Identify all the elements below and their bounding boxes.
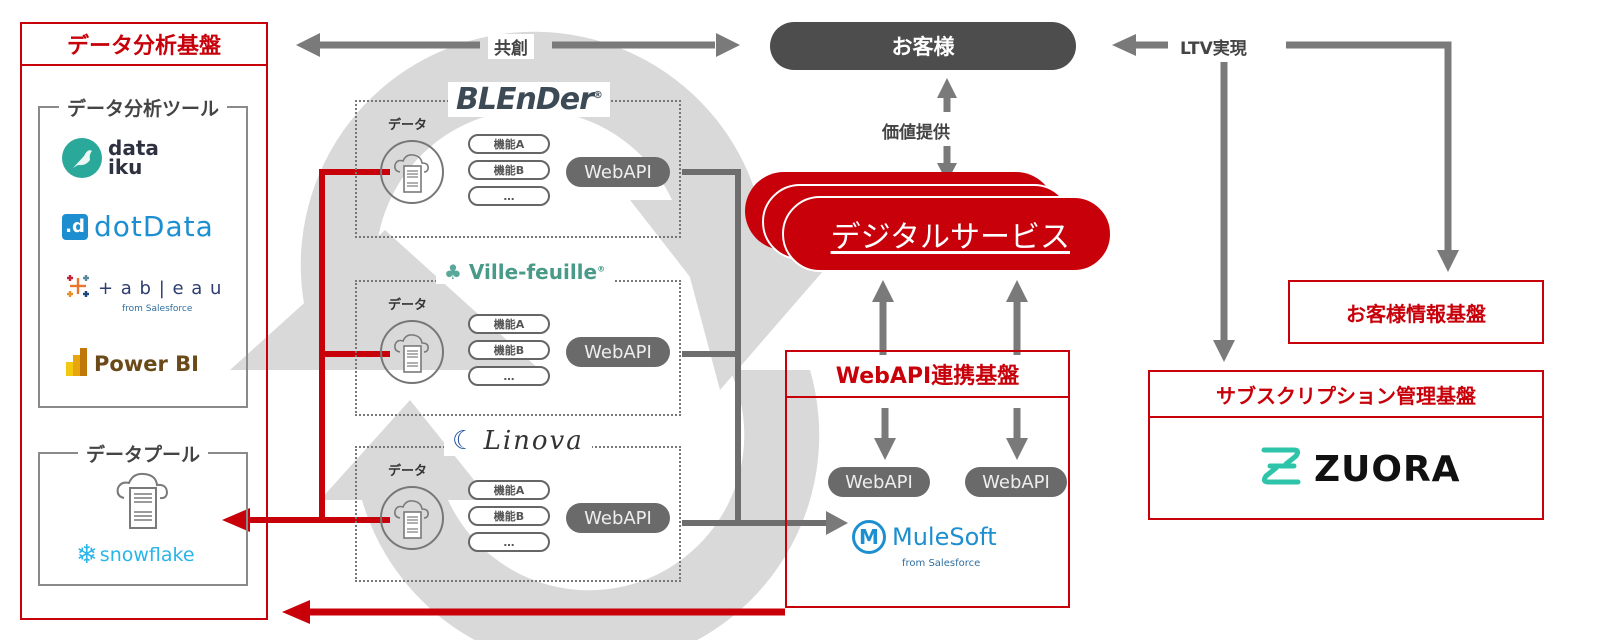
dataiku-logo: data iku xyxy=(62,138,159,178)
cocreation-label: 共創 xyxy=(488,34,534,59)
function-pill[interactable]: … xyxy=(468,532,550,552)
service-data-label: データ xyxy=(388,298,428,313)
powerbi-logo: Power BI xyxy=(66,348,199,380)
webapi-platform-title: WebAPI連携基盤 xyxy=(787,352,1068,398)
snowflake-logo: ❄ snowflake xyxy=(76,542,195,568)
subscription-platform: サブスクリプション管理基盤 xyxy=(1148,370,1544,520)
ltv-label: LTV実現 xyxy=(1174,34,1253,59)
cloud-server-icon xyxy=(394,500,429,539)
function-pill[interactable]: 機能A xyxy=(468,314,550,334)
function-pill[interactable]: 機能B xyxy=(468,506,550,526)
service-webapi-pill[interactable]: WebAPI xyxy=(566,503,670,533)
analytics-tools-title: データ分析ツール xyxy=(58,98,227,120)
customer-info-platform: お客様情報基盤 xyxy=(1288,280,1544,344)
mulesoft-text: MuleSoft xyxy=(892,523,997,551)
platform-webapi-pill-2[interactable]: WebAPI xyxy=(965,467,1067,497)
zuora-logo: ZUORA xyxy=(1258,444,1461,494)
data-bus-arrowhead xyxy=(222,508,250,532)
digital-service-label: デジタルサービス xyxy=(830,220,1070,255)
customer-label: お客様 xyxy=(891,35,955,59)
mulesoft-logo: M MuleSoft xyxy=(852,520,997,554)
data-pool-title: データプール xyxy=(77,444,208,466)
return-arrow-head xyxy=(282,600,310,624)
function-pill[interactable]: … xyxy=(468,366,550,386)
service-data-store[interactable] xyxy=(380,320,444,384)
customer-pill[interactable]: お客様 xyxy=(770,22,1076,70)
function-pill[interactable]: … xyxy=(468,186,550,206)
powerbi-bars-icon xyxy=(66,348,88,380)
cloud-server-icon xyxy=(112,470,174,536)
service-data-label: データ xyxy=(388,118,428,133)
dotdata-icon: .d xyxy=(62,213,88,240)
tableau-text: + a b | e a u xyxy=(98,277,223,299)
snowflake-icon: ❄ xyxy=(76,540,98,570)
function-pill[interactable]: 機能B xyxy=(468,340,550,360)
dataiku-line2: iku xyxy=(108,155,143,179)
service-data-label: データ xyxy=(388,464,428,479)
blender-mark: ® xyxy=(592,90,603,101)
service-webapi-pill[interactable]: WebAPI xyxy=(566,157,670,187)
cloud-server-icon xyxy=(394,154,429,193)
webapi-bus-arrowhead xyxy=(826,511,848,535)
blender-logo: BLEnDer® xyxy=(448,82,610,117)
cycle-arrow-icon xyxy=(230,31,850,640)
linova-logo-text: Linova xyxy=(483,426,584,456)
tree-icon: ♣ xyxy=(444,260,462,284)
dataiku-bird-icon xyxy=(62,138,102,178)
dotdata-logo: .d dotData xyxy=(62,210,214,243)
tableau-subtext: from Salesforce xyxy=(122,304,193,314)
function-pill[interactable]: 機能B xyxy=(468,160,550,180)
platform-webapi-label-2: WebAPI xyxy=(982,471,1050,493)
tableau-cross-icon xyxy=(64,272,92,304)
ville-feuille-mark: ® xyxy=(597,264,606,274)
blender-logo-text: BLEnDer xyxy=(456,82,594,117)
platform-webapi-pill-1[interactable]: WebAPI xyxy=(828,467,930,497)
customer-info-title: お客様情報基盤 xyxy=(1346,301,1486,326)
dotdata-text: dotData xyxy=(94,210,214,243)
analytics-tools-group: データ分析ツール xyxy=(38,98,248,408)
function-pill[interactable]: 機能A xyxy=(468,480,550,500)
mulesoft-subtext: from Salesforce xyxy=(902,558,981,569)
platform-webapi-label-1: WebAPI xyxy=(845,471,913,493)
webapi-platform: WebAPI連携基盤 xyxy=(785,350,1070,608)
powerbi-text: Power BI xyxy=(94,352,199,376)
subscription-title: サブスクリプション管理基盤 xyxy=(1150,372,1542,418)
api-down-arrows xyxy=(874,408,1028,460)
service-data-store[interactable] xyxy=(380,486,444,550)
data-pool-group: データプール xyxy=(38,444,248,586)
zuora-z-icon xyxy=(1258,444,1304,494)
digital-service-card[interactable]: デジタルサービス xyxy=(782,196,1112,272)
mulesoft-m-icon: M xyxy=(852,520,886,554)
function-pill[interactable]: 機能A xyxy=(468,134,550,154)
ville-feuille-logo: ♣ Ville-feuille® xyxy=(436,260,614,284)
service-data-store[interactable] xyxy=(380,140,444,204)
dataiku-line1: data xyxy=(108,136,159,160)
snowflake-text: snowflake xyxy=(99,544,195,566)
linova-logo: ☾ Linova xyxy=(444,426,592,456)
webapi-bus xyxy=(682,169,830,526)
cocreation-arrow xyxy=(296,33,740,57)
cloud-server-icon xyxy=(394,334,429,373)
data-analytics-platform-title: データ分析基盤 xyxy=(22,24,266,66)
tableau-logo: + a b | e a u from Salesforce xyxy=(64,272,222,314)
ltv-arrows xyxy=(1112,34,1459,362)
zuora-text: ZUORA xyxy=(1314,448,1461,490)
api-up-arrows xyxy=(872,280,1028,355)
value-label: 価値提供 xyxy=(876,118,956,143)
service-webapi-pill[interactable]: WebAPI xyxy=(566,337,670,367)
linova-crescent-icon: ☾ xyxy=(452,426,476,456)
data-analytics-platform: データ分析基盤 xyxy=(20,22,268,620)
ville-feuille-logo-text: Ville-feuille xyxy=(468,260,598,284)
